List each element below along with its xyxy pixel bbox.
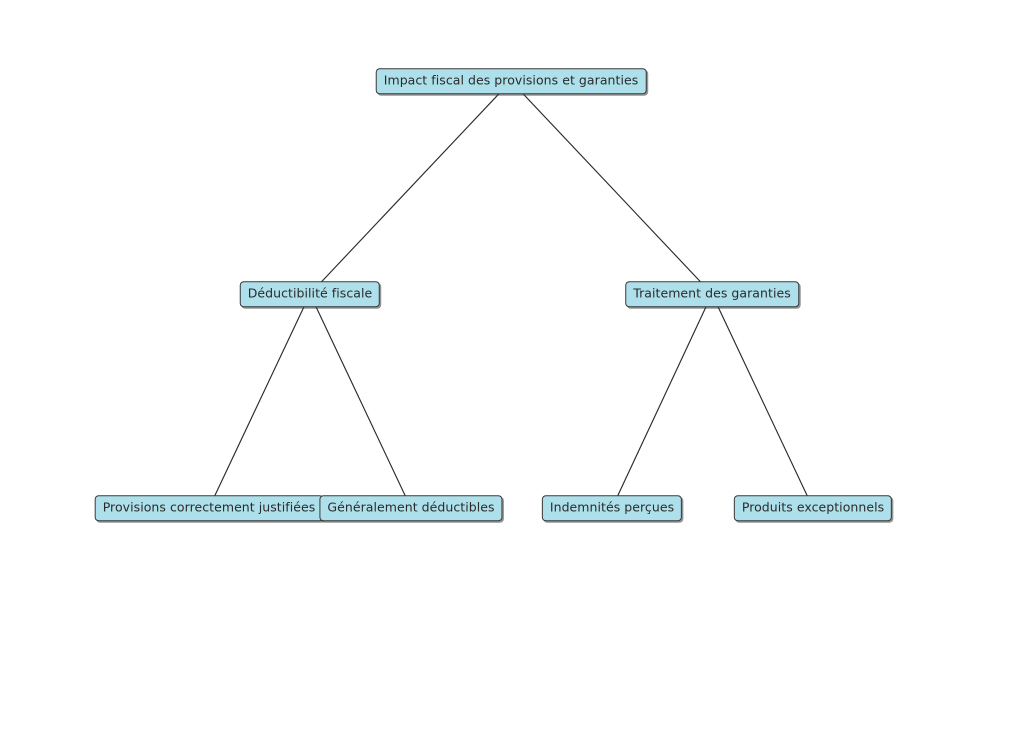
tree-node-n2b[interactable]: Produits exceptionnels: [733, 495, 893, 521]
tree-node-n1[interactable]: Déductibilité fiscale: [239, 281, 381, 307]
tree-node-n2[interactable]: Traitement des garanties: [625, 281, 799, 307]
tree-node-root[interactable]: Impact fiscal des provisions et garantie…: [375, 68, 647, 94]
tree-node-n1a[interactable]: Provisions correctement justifiées: [94, 495, 324, 521]
tree-node-n1b[interactable]: Généralement déductibles: [319, 495, 503, 521]
tree-node-n2a[interactable]: Indemnités perçues: [541, 495, 683, 521]
